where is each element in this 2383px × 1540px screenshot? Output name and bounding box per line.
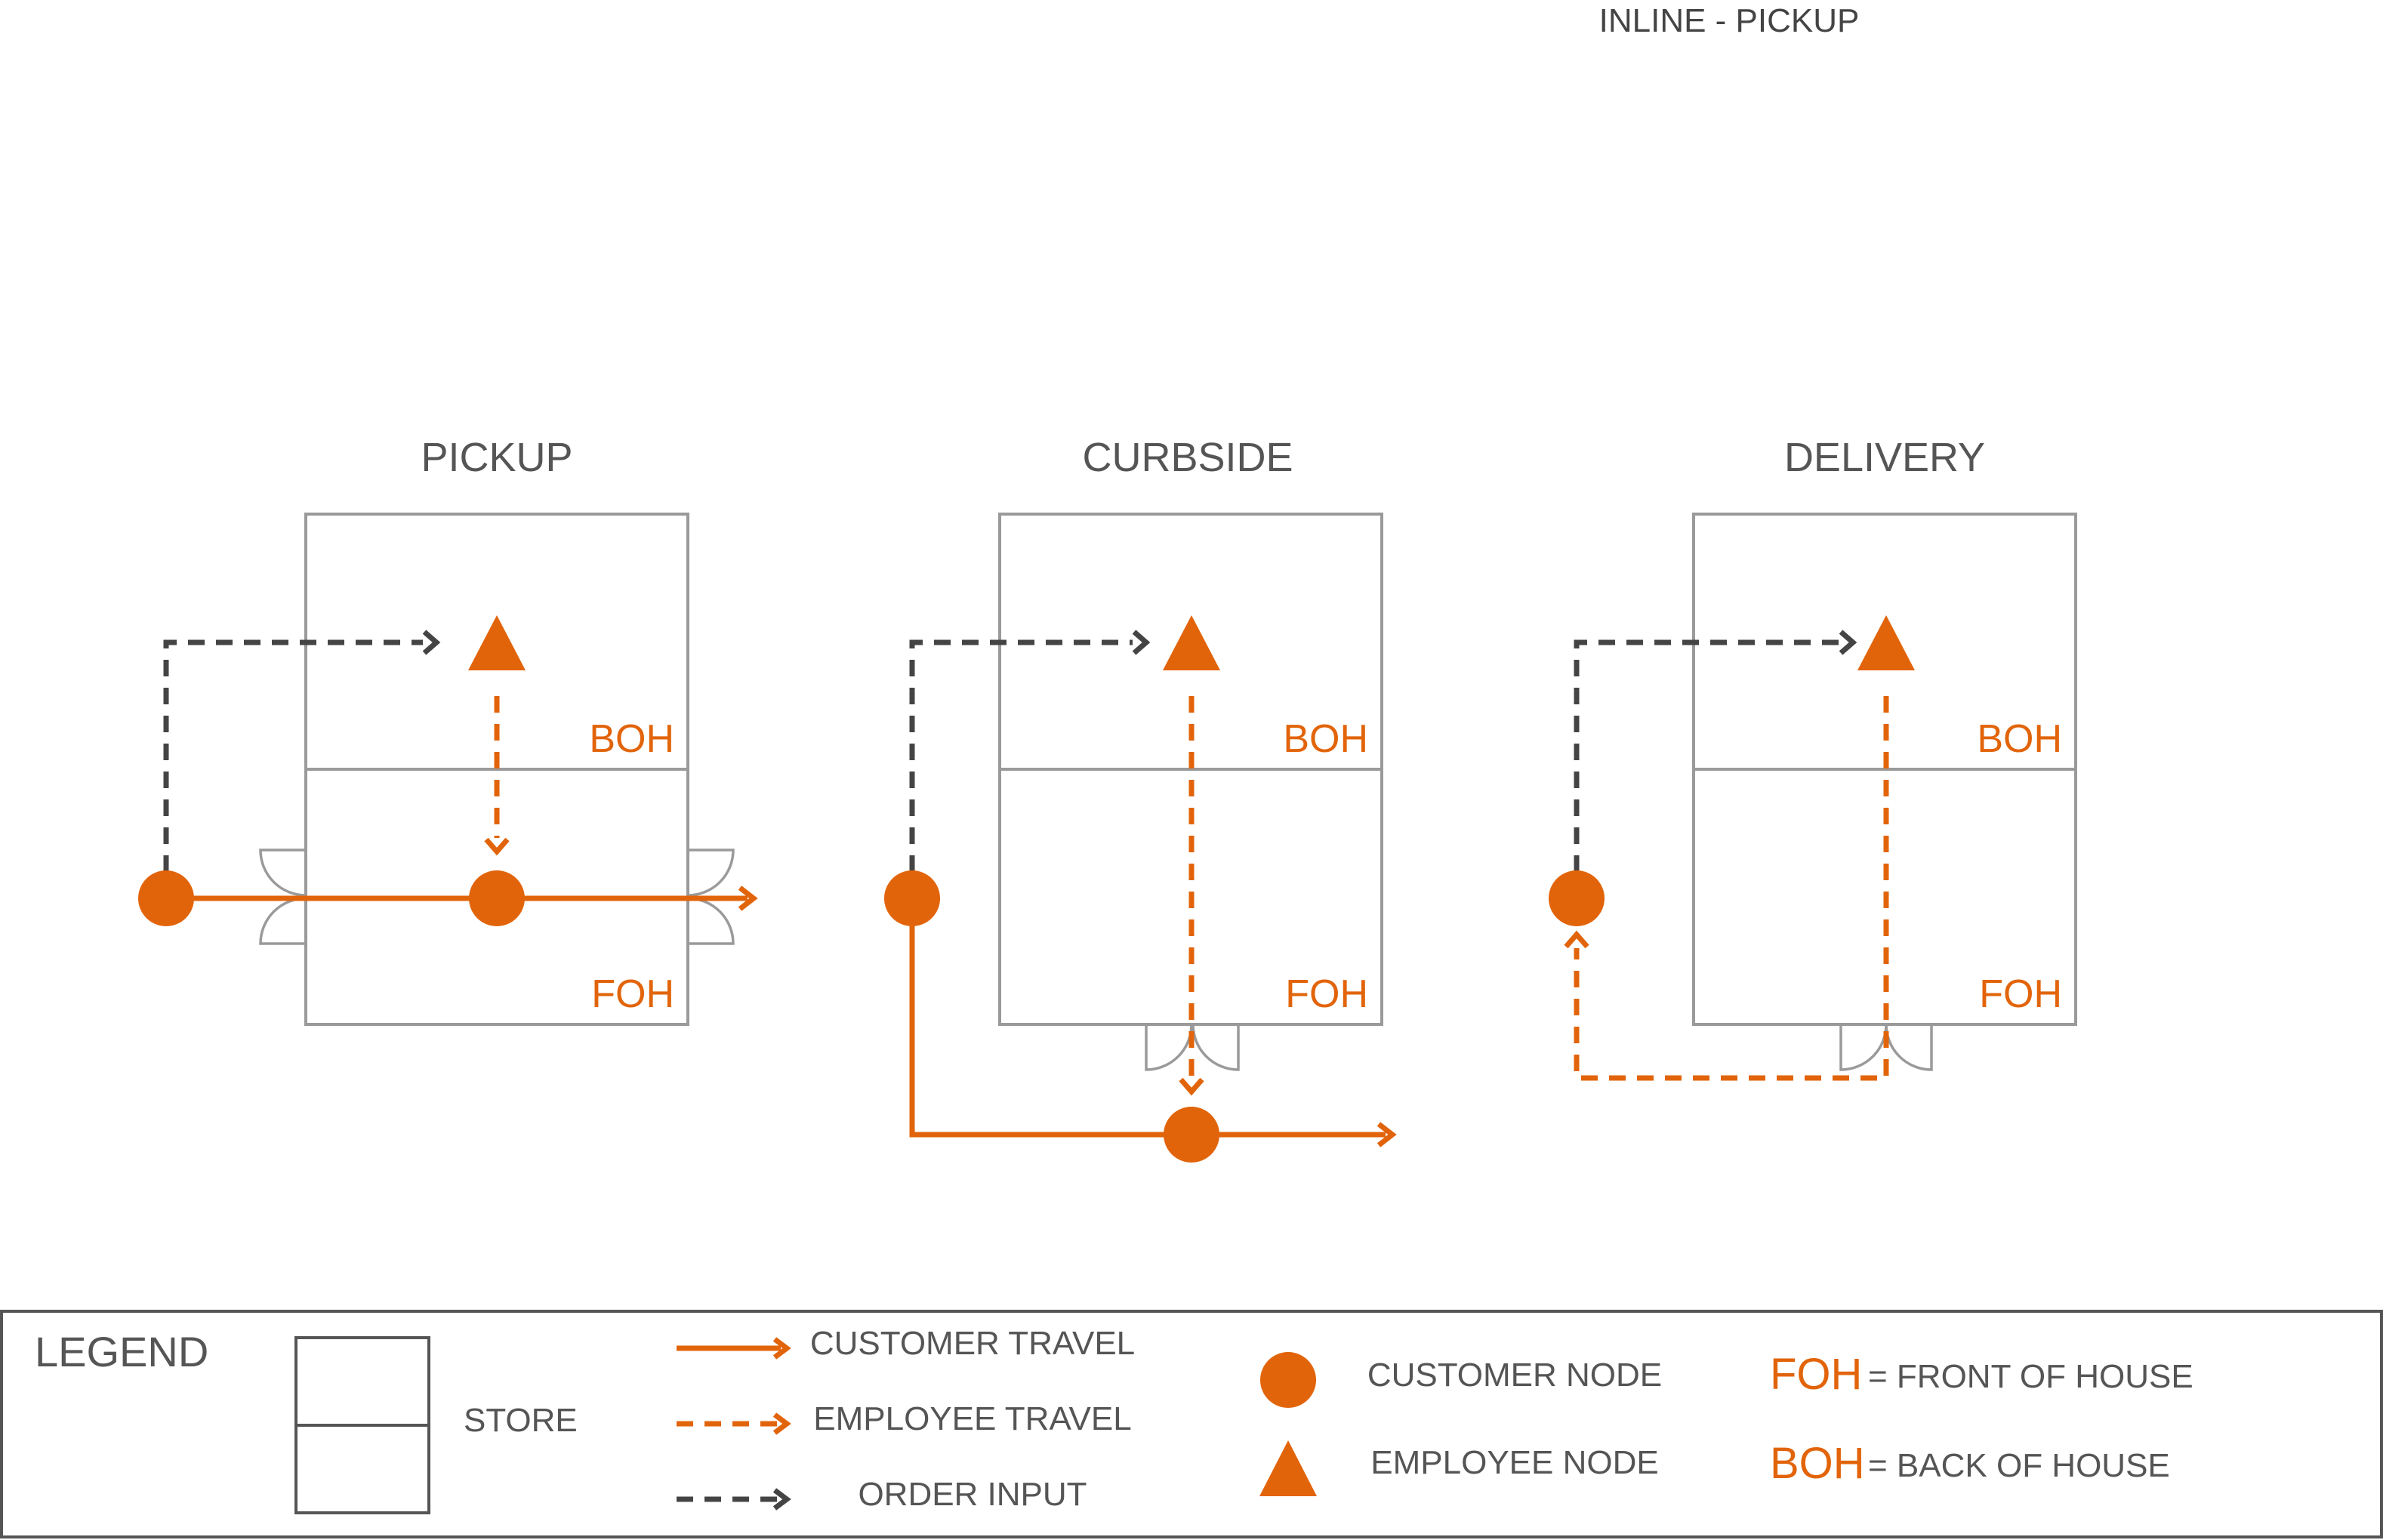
customer-node: [884, 870, 940, 926]
foh-label: FOH: [1285, 972, 1368, 1016]
panel-title: CURBSIDE: [1082, 435, 1293, 480]
order-input-path: [1574, 639, 1839, 872]
legend-employee-node: [1259, 1440, 1317, 1496]
pickup-door: [1839, 1024, 1888, 1071]
legend-frame: [0, 1310, 2383, 1538]
foh-label: FOH: [1979, 972, 2062, 1016]
employee-node: [468, 615, 526, 670]
panel-curbside: CURBSIDE BOH FOH: [884, 435, 1397, 1163]
panel-pickup: PICKUP BOH FOH: [138, 435, 758, 1026]
entry-door: [259, 849, 307, 897]
employee-node: [1857, 615, 1915, 670]
order-input-arrowhead: [422, 630, 441, 655]
customer-node: [469, 870, 525, 926]
employee-travel-arrowhead: [1564, 930, 1589, 949]
customer-travel-arrowhead: [738, 886, 758, 911]
employee-travel-path: [1574, 696, 1889, 1081]
legend-foh-abbr: FOH: [1770, 1350, 1862, 1399]
legend-customer-travel-arrowhead: [772, 1337, 791, 1360]
customer-node: [1164, 1107, 1219, 1163]
boh-label: BOH: [1283, 717, 1368, 761]
exit-door: [687, 897, 735, 945]
panel-title: DELIVERY: [1784, 435, 1985, 480]
pickup-door: [1192, 1024, 1240, 1071]
pickup-door: [1885, 1024, 1933, 1071]
panel-delivery: DELIVERY BOH FOH: [1549, 435, 2077, 1081]
employee-travel-arrowhead: [1179, 1077, 1204, 1096]
legend-order-input-arrowhead: [772, 1488, 791, 1511]
page-title: INLINE - PICKUP: [1599, 2, 1860, 39]
employee-travel-arrowhead: [484, 837, 510, 856]
legend-store-label: STORE: [464, 1402, 578, 1439]
customer-node: [138, 870, 194, 926]
customer-node: [1549, 870, 1605, 926]
entry-door: [259, 897, 307, 945]
legend-order-input-label: ORDER INPUT: [858, 1476, 1087, 1513]
legend-employee-travel-arrowhead: [772, 1412, 791, 1435]
foh-label: FOH: [591, 972, 674, 1016]
customer-travel-arrowhead: [1376, 1122, 1397, 1147]
boh-label: BOH: [589, 717, 674, 761]
legend-foh-definition: = FRONT OF HOUSE: [1868, 1358, 2193, 1395]
panel-title: PICKUP: [421, 435, 572, 480]
legend-boh-abbr: BOH: [1770, 1439, 1865, 1488]
exit-door: [687, 849, 735, 897]
employee-node: [1163, 615, 1220, 670]
legend: LEGEND STORE CUSTOMER TRAVEL EMPLOYEE TR…: [0, 1310, 2383, 1538]
order-input-arrowhead: [1839, 630, 1857, 655]
order-input-path: [909, 639, 1133, 872]
pickup-door: [1145, 1024, 1193, 1071]
legend-customer-node: [1260, 1352, 1316, 1408]
legend-customer-node-label: CUSTOMER NODE: [1367, 1357, 1662, 1394]
legend-employee-node-label: EMPLOYEE NODE: [1370, 1444, 1658, 1481]
boh-label: BOH: [1977, 717, 2062, 761]
legend-customer-travel-label: CUSTOMER TRAVEL: [810, 1325, 1135, 1362]
legend-employee-travel-label: EMPLOYEE TRAVEL: [813, 1400, 1131, 1437]
order-input-path: [163, 639, 423, 872]
customer-travel-path: [909, 898, 1386, 1138]
order-input-arrowhead: [1132, 630, 1151, 655]
legend-boh-definition: = BACK OF HOUSE: [1868, 1447, 2170, 1484]
legend-heading: LEGEND: [35, 1328, 208, 1375]
